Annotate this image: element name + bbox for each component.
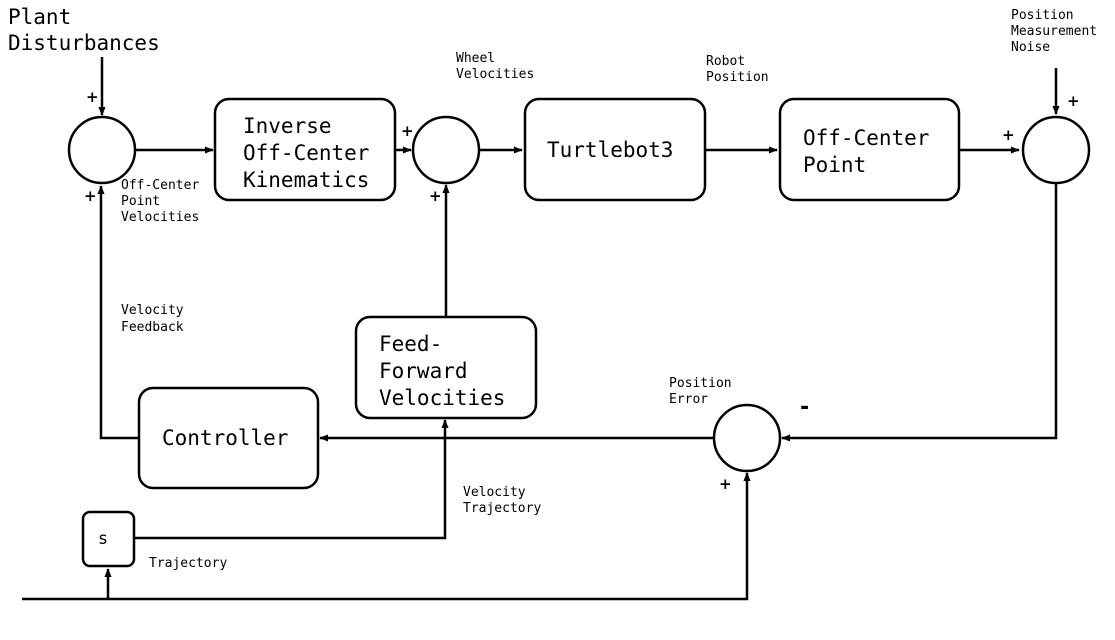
plus-sign: + [1002,126,1015,144]
blocks [81,97,961,568]
controller-block [137,386,320,490]
sum-junction-input [67,115,137,185]
position-error-label-2: Error [669,392,708,407]
robot-position-label-2: Position [706,70,769,85]
sum-junction-measurement [1021,115,1091,185]
plant-disturbances-label-2: Disturbances [8,31,160,55]
measurement-noise-label-1: Position [1011,8,1074,23]
summing-junctions [67,115,1091,473]
measurement-noise-label-3: Noise [1011,40,1050,55]
wire-integrator-to-feed-forward [134,419,449,540]
velocity-feedback-label-2: Feedback [121,320,184,335]
point-velocities-label-3: Velocities [121,210,199,225]
junction-signs: + + + + + + + - [84,88,1080,493]
signal-labels: Plant Disturbances Wheel Velocities Robo… [8,5,1097,571]
plus-sign: + [1067,92,1080,110]
measurement-noise-label-2: Measurement [1011,24,1097,39]
wire-sum3-to-error-sum [781,183,1058,442]
feed-forward-label-2: Forward [379,359,468,383]
feed-forward-block [354,315,538,420]
sum-junction-position-error [712,403,782,473]
feed-forward-label-1: Feed- [379,332,442,356]
integrator-label: s [98,529,108,549]
wire-controller-to-sum1 [97,185,139,440]
controller-label: Controller [162,426,288,450]
point-velocities-label-2: Point [121,194,160,209]
off-center-point-label-2: Point [803,153,866,177]
plus-sign: + [429,187,442,205]
minus-sign: - [800,395,809,420]
turtlebot-label: Turtlebot3 [547,138,673,162]
feed-forward-label-3: Velocities [379,386,505,410]
robot-position-label-1: Robot [706,54,745,69]
plant-disturbances-label-1: Plant [8,5,71,29]
inverse-kinematics-label-3: Kinematics [243,168,369,192]
velocity-trajectory-label-1: Velocity [463,485,526,500]
block-labels: Inverse Off-Center Kinematics Turtlebot3… [98,114,930,549]
trajectory-label: Trajectory [149,556,227,571]
wires [22,57,1060,601]
point-velocities-label-1: Off-Center [121,178,199,193]
wire-trajectory-to-error-sum [22,472,751,601]
inverse-kinematics-label-1: Inverse [243,114,332,138]
plus-sign: + [84,187,97,205]
turtlebot-block [523,97,707,202]
velocity-trajectory-label-2: Trajectory [463,501,541,516]
inverse-kinematics-label-2: Off-Center [243,141,369,165]
integrator-block [81,510,136,568]
inverse-kinematics-block [213,97,397,202]
sum-junction-wheel [411,115,481,185]
wheel-velocities-label-1: Wheel [456,51,495,66]
off-center-point-block [778,97,961,202]
plus-sign: + [719,475,732,493]
position-error-label-1: Position [669,376,732,391]
velocity-feedback-label-1: Velocity [121,303,184,318]
plus-sign: + [86,88,99,106]
off-center-point-label-1: Off-Center [803,126,929,150]
plus-sign: + [401,122,414,140]
wheel-velocities-label-2: Velocities [456,67,534,82]
